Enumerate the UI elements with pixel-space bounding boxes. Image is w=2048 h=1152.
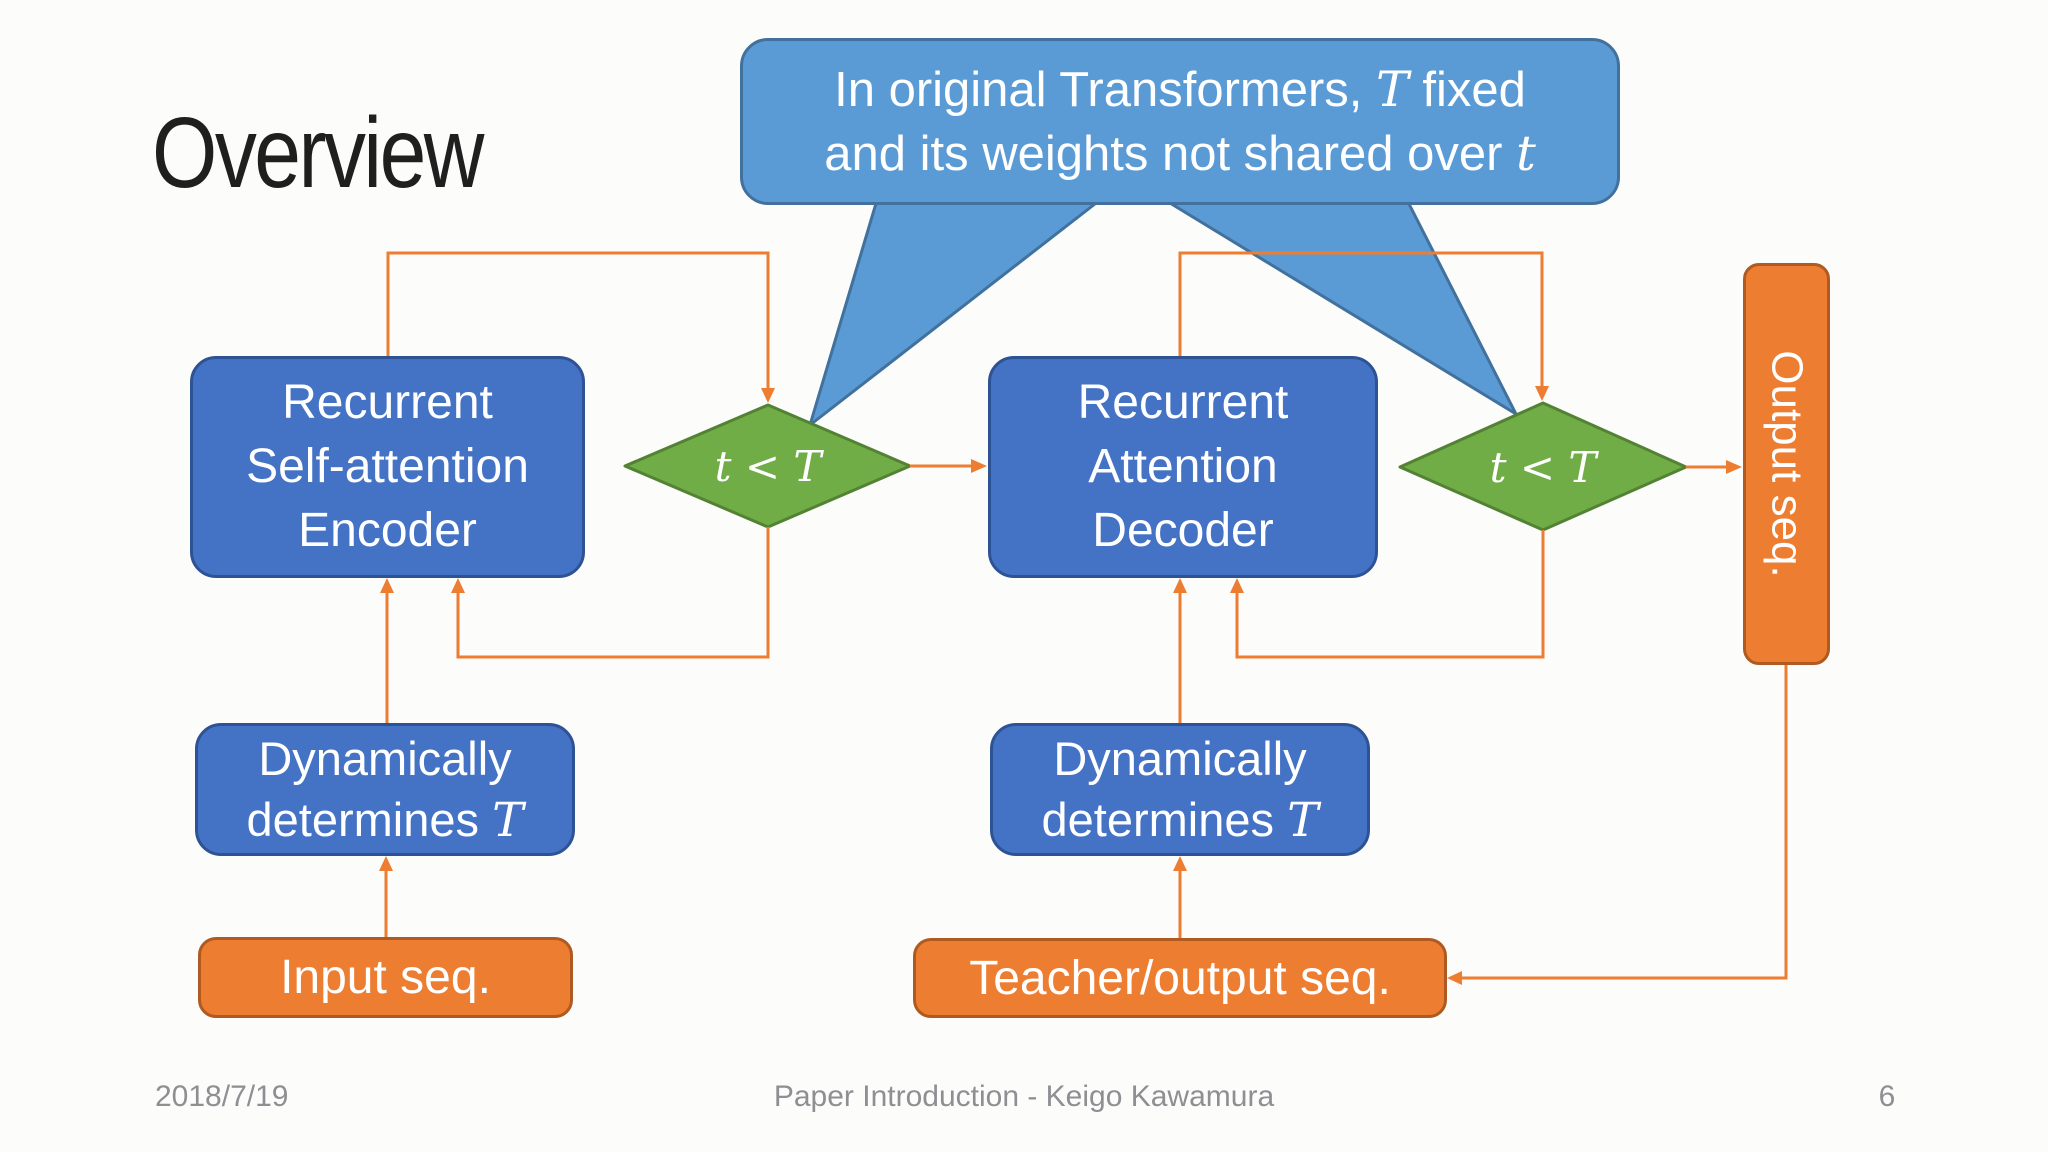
encoder-label-line2: Self-attention — [246, 440, 529, 493]
connector-output-to-teacher — [1447, 665, 1788, 985]
output-seq-node: Output seq. — [1743, 263, 1830, 665]
connector-decision-left-to-decoder — [910, 459, 987, 473]
decoder-node: Recurrent Attention Decoder — [988, 356, 1378, 578]
input-seq-label: Input seq. — [280, 951, 491, 1004]
connector-decision-left-feedback — [451, 527, 770, 659]
input-seq-node: Input seq. — [198, 937, 573, 1018]
callout-line-1: In original Transformers, T fixed — [834, 60, 1526, 118]
dynamically-determines-left-node: Dynamically determines T — [195, 723, 575, 856]
callout-bubble: In original Transformers, T fixed and it… — [740, 38, 1620, 205]
dynamically-determines-right-node: Dynamically determines T — [990, 723, 1370, 856]
decision-left-label: t < T — [714, 442, 822, 491]
connector-input-to-dyn-left — [379, 856, 393, 937]
connector-decision-right-to-output — [1686, 460, 1742, 474]
decision-right-label: t < T — [1489, 443, 1597, 492]
callout-line-2: and its weights not shared over t — [824, 124, 1536, 182]
footer-center-text: Paper Introduction - Keigo Kawamura — [773, 1080, 1275, 1113]
footer-page-number: 6 — [1878, 1080, 1896, 1113]
dyn-right-line1: Dynamically — [1053, 732, 1307, 785]
dyn-left-line1: Dynamically — [258, 732, 512, 785]
encoder-label-line3: Encoder — [298, 504, 477, 557]
connector-encoder-top-loop — [386, 251, 775, 403]
connector-teacher-to-dyn-right — [1173, 856, 1187, 938]
decoder-label-line1: Recurrent — [1077, 376, 1289, 429]
connector-dyn-right-to-decoder — [1173, 578, 1187, 723]
encoder-label-line1: Recurrent — [282, 376, 493, 429]
encoder-node: Recurrent Self-attention Encoder — [190, 356, 585, 578]
connector-decoder-top-loop — [1178, 251, 1549, 401]
connector-decision-right-feedback — [1230, 530, 1545, 659]
output-seq-label: Output seq. — [1762, 350, 1812, 578]
connector-dyn-left-to-encoder — [380, 578, 394, 723]
decoder-label-line2: Attention — [1088, 440, 1278, 493]
teacher-output-seq-node: Teacher/output seq. — [913, 938, 1447, 1018]
footer-date: 2018/7/19 — [155, 1080, 289, 1113]
dyn-right-line2: determines T — [1041, 793, 1319, 848]
decoder-label-line3: Decoder — [1092, 504, 1274, 557]
page-title: Overview — [152, 97, 484, 209]
teacher-output-seq-label: Teacher/output seq. — [969, 951, 1391, 1005]
dyn-left-line2: determines T — [246, 793, 524, 848]
